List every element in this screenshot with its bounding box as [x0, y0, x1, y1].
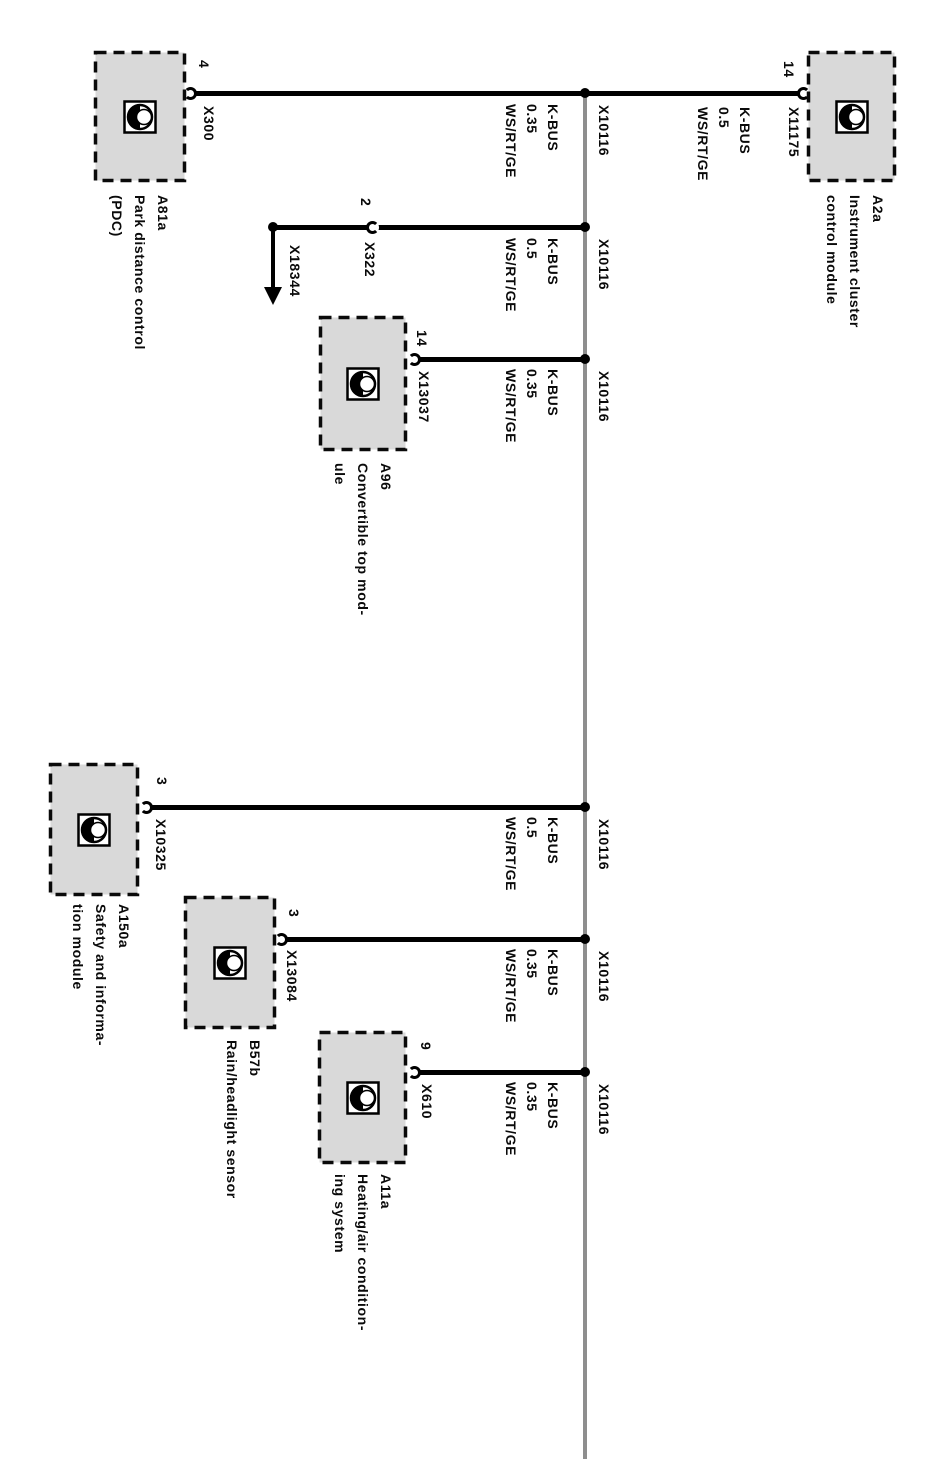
connector-label-x13084: X13084 — [284, 950, 300, 1002]
connector-symbol-x322 — [366, 221, 379, 234]
pin-number-a96: 14 — [414, 330, 430, 347]
module-label-a2a: A2a Instrument cluster control module — [824, 195, 886, 328]
wire-spec-x322: K-BUS 0.5 WS/RT/GE — [503, 238, 561, 313]
pin-number-a11a: 9 — [418, 1042, 434, 1051]
module-label-a81a: A81a Park distance control (PDC) — [109, 195, 171, 350]
pin-number-b57b: 3 — [286, 909, 302, 918]
module-box-a81a — [93, 50, 187, 183]
wire-a96 — [420, 357, 587, 362]
wire-b57b — [287, 937, 587, 942]
connector-symbol-x10325 — [140, 801, 153, 814]
connector-symbol-x13037 — [408, 353, 421, 366]
branch-dot — [268, 222, 278, 232]
module-box-b57b — [183, 895, 277, 1030]
wire-a150a — [152, 805, 587, 810]
wire-spec-b57b: K-BUS 0.35 WS/RT/GE — [503, 949, 561, 1024]
pin-number-a150a: 3 — [154, 777, 170, 786]
bus-junction-label: X10116 — [596, 1084, 612, 1136]
bus-junction-label: X10116 — [596, 239, 612, 291]
module-label-a96: A96 Convertible top mod- ule — [332, 463, 394, 616]
branch-arrow-line — [271, 230, 275, 288]
module-label-b57b: B57b Rain/headlight sensor — [224, 1040, 263, 1199]
connector-symbol-x13084 — [275, 933, 288, 946]
control-module-icon — [317, 1030, 408, 1165]
bus-junction-label: X10116 — [596, 819, 612, 871]
module-box-a150a — [48, 762, 140, 897]
connector-label-x10325: X10325 — [153, 819, 169, 871]
wire-spec-a150a: K-BUS 0.5 WS/RT/GE — [503, 817, 561, 892]
wire-spec-a96: K-BUS 0.35 WS/RT/GE — [503, 369, 561, 444]
arrow-down-icon — [264, 287, 282, 305]
control-module-icon — [806, 50, 897, 183]
arrow-target-label-x18344: X18344 — [287, 245, 303, 297]
wire-spec-a81a: K-BUS 0.35 WS/RT/GE — [503, 104, 561, 179]
control-module-icon — [93, 50, 187, 183]
connector-symbol-x300 — [184, 87, 197, 100]
bus-junction-label: X10116 — [596, 371, 612, 423]
bus-junction-label: X10116 — [596, 951, 612, 1003]
connector-label-x13037: X13037 — [416, 371, 432, 423]
control-module-icon — [183, 895, 277, 1030]
pin-number-x322: 2 — [358, 198, 374, 207]
junction-dot — [580, 354, 590, 364]
control-module-icon — [48, 762, 140, 897]
connector-label-x300: X300 — [201, 106, 217, 142]
module-label-a150a: A150a Safety and informa- tion module — [70, 904, 132, 1047]
wire-a81a-to-a2a — [196, 91, 800, 96]
junction-dot — [580, 88, 590, 98]
module-box-a2a — [806, 50, 897, 183]
control-module-icon — [318, 315, 408, 452]
connector-label-x11175: X11175 — [786, 107, 802, 158]
wire-x322-branch — [273, 225, 587, 230]
wire-spec-a2a: K-BUS 0.5 WS/RT/GE — [695, 107, 753, 182]
module-box-a11a — [317, 1030, 408, 1165]
pin-number-a81a: 4 — [196, 60, 212, 69]
bus-junction-label: X10116 — [596, 105, 612, 157]
connector-symbol-x610 — [408, 1066, 421, 1079]
wire-spec-a11a: K-BUS 0.35 WS/RT/GE — [503, 1082, 561, 1157]
connector-label-x322: X322 — [362, 242, 378, 278]
k-bus-line — [583, 91, 587, 1459]
junction-dot — [580, 1067, 590, 1077]
module-box-a96 — [318, 315, 408, 452]
wire-a11a — [420, 1070, 587, 1075]
junction-dot — [580, 934, 590, 944]
junction-dot — [580, 222, 590, 232]
connector-label-x610: X610 — [419, 1084, 435, 1120]
pin-number-a2a: 14 — [781, 61, 797, 78]
junction-dot — [580, 802, 590, 812]
module-label-a11a: A11a Heating/air condition- ing system — [332, 1174, 394, 1332]
